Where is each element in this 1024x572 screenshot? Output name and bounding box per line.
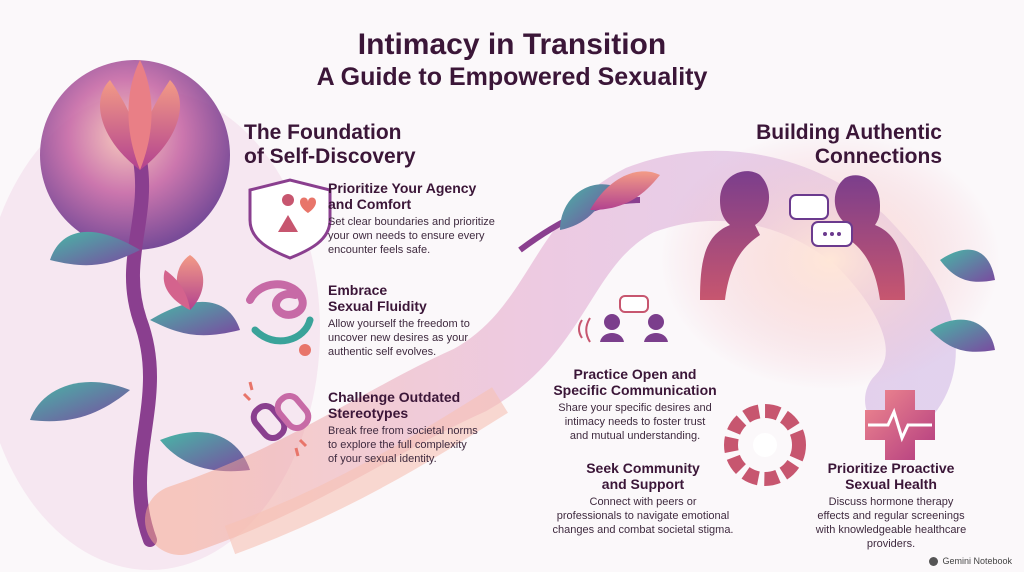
shield-heart-icon bbox=[248, 178, 332, 260]
desc-line: to explore the full complexity bbox=[328, 439, 467, 451]
page-title: Intimacy in Transition A Guide to Empowe… bbox=[0, 28, 1024, 92]
medical-cross-icon bbox=[865, 390, 935, 460]
item-title: Challenge Outdated Stereotypes bbox=[328, 389, 528, 421]
right-section-title-line-1: Building Authentic bbox=[756, 121, 942, 144]
fluid-swirl-icon bbox=[246, 280, 314, 356]
item-title-line-2: and Support bbox=[601, 476, 685, 492]
item-title-line-2: Sexual Health bbox=[845, 476, 937, 492]
desc-line: Set clear boundaries and prioritize bbox=[328, 216, 495, 228]
item-description: Connect with peers or professionals to n… bbox=[548, 495, 738, 537]
right-item-communication: Practice Open and Specific Communication… bbox=[540, 366, 730, 443]
item-description: Allow yourself the freedom to uncover ne… bbox=[328, 317, 528, 359]
community-hands-icon bbox=[724, 404, 806, 486]
desc-line: uncover new desires as your bbox=[328, 332, 469, 344]
desc-line: Allow yourself the freedom to bbox=[328, 318, 470, 330]
desc-line: providers. bbox=[866, 538, 916, 550]
item-title-line-1: Challenge Outdated bbox=[328, 389, 461, 405]
item-description: Discuss hormone therapy effects and regu… bbox=[808, 495, 974, 551]
desc-line: authentic self evolves. bbox=[328, 346, 437, 358]
left-section-title: The Foundation of Self-Discovery bbox=[244, 121, 416, 169]
left-section-title-line-2: of Self-Discovery bbox=[244, 145, 416, 168]
item-title-line-2: Specific Communication bbox=[553, 382, 717, 398]
desc-line: professionals to navigate emotional bbox=[556, 510, 730, 522]
item-title: Practice Open and Specific Communication bbox=[540, 366, 730, 398]
right-section-title: Building Authentic Connections bbox=[740, 121, 942, 169]
brand-watermark: Gemini Notebook bbox=[929, 556, 1012, 566]
item-title-line-2: Stereotypes bbox=[328, 405, 409, 421]
conversation-icon bbox=[578, 295, 668, 343]
right-item-community: Seek Community and Support Connect with … bbox=[548, 460, 738, 537]
item-description: Set clear boundaries and prioritize your… bbox=[328, 215, 528, 257]
item-description: Share your specific desires and intimacy… bbox=[540, 401, 730, 443]
desc-line: your own needs to ensure every bbox=[328, 230, 485, 242]
right-section-title-line-2: Connections bbox=[814, 145, 942, 168]
item-title-line-1: Prioritize Your Agency bbox=[328, 180, 477, 196]
brand-label: Gemini Notebook bbox=[942, 556, 1012, 566]
item-title-line-1: Seek Community bbox=[586, 460, 700, 476]
desc-line: Share your specific desires and bbox=[558, 402, 712, 414]
left-item-agency: Prioritize Your Agency and Comfort Set c… bbox=[328, 180, 528, 257]
item-title-line-2: Sexual Fluidity bbox=[328, 298, 427, 314]
desc-line: with knowledgeable healthcare bbox=[815, 524, 967, 536]
item-title-line-1: Practice Open and bbox=[573, 366, 697, 382]
brand-logo-icon bbox=[929, 556, 939, 566]
item-title-line-2: and Comfort bbox=[328, 196, 412, 212]
item-title-line-1: Embrace bbox=[328, 282, 388, 298]
broken-chain-icon bbox=[242, 381, 312, 457]
left-section-title-line-1: The Foundation bbox=[244, 121, 402, 144]
left-item-fluidity: Embrace Sexual Fluidity Allow yourself t… bbox=[328, 282, 528, 359]
title-line-2: A Guide to Empowered Sexuality bbox=[316, 63, 708, 91]
left-item-stereotypes: Challenge Outdated Stereotypes Break fre… bbox=[328, 389, 528, 466]
title-line-1: Intimacy in Transition bbox=[357, 28, 667, 61]
item-description: Break free from societal norms to explor… bbox=[328, 424, 528, 466]
desc-line: effects and regular screenings bbox=[817, 510, 965, 522]
desc-line: intimacy needs to foster trust bbox=[564, 416, 706, 428]
right-item-health: Prioritize Proactive Sexual Health Discu… bbox=[808, 460, 974, 551]
desc-line: Connect with peers or bbox=[589, 496, 697, 508]
item-title: Embrace Sexual Fluidity bbox=[328, 282, 528, 314]
item-title: Prioritize Proactive Sexual Health bbox=[808, 460, 974, 492]
desc-line: of your sexual identity. bbox=[328, 453, 437, 465]
desc-line: Discuss hormone therapy bbox=[828, 496, 954, 508]
item-title-line-1: Prioritize Proactive bbox=[827, 460, 955, 476]
desc-line: encounter feels safe. bbox=[328, 244, 431, 256]
desc-line: and mutual understanding. bbox=[569, 430, 701, 442]
desc-line: changes and combat societal stigma. bbox=[552, 524, 734, 536]
item-title: Prioritize Your Agency and Comfort bbox=[328, 180, 528, 212]
desc-line: Break free from societal norms bbox=[328, 425, 478, 437]
item-title: Seek Community and Support bbox=[548, 460, 738, 492]
